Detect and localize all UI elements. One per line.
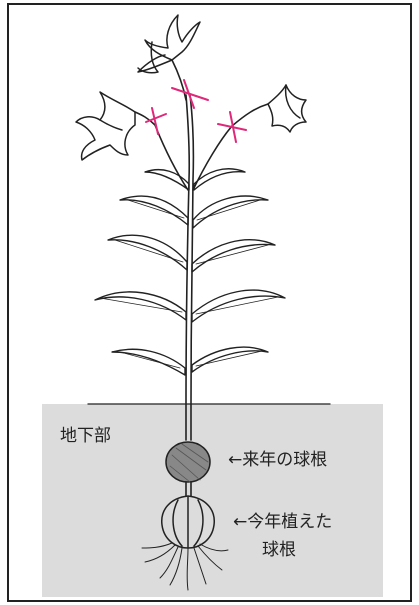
left-flower-stalk [134,111,189,191]
main-stem-back [189,94,195,405]
top-flower [137,14,201,74]
right-flower [267,84,307,133]
leaves-right [191,168,286,373]
this-year-bulb [161,495,215,549]
underground-area [42,404,383,597]
next-year-bulb-label: ←来年の球根 [228,450,328,470]
top-flower-stalk [171,59,187,101]
roots [141,542,229,591]
underground-label: 地下部 [60,426,111,446]
cut-marks [145,79,247,143]
left-flower [75,91,136,161]
main-stem [185,94,191,405]
underground-stem [185,403,192,441]
this-year-bulb-label-line1: ←今年植えた [233,512,333,532]
leaves-left [94,168,190,376]
this-year-bulb-label-line2: 球根 [262,540,296,560]
leaf-hatching [99,199,279,369]
